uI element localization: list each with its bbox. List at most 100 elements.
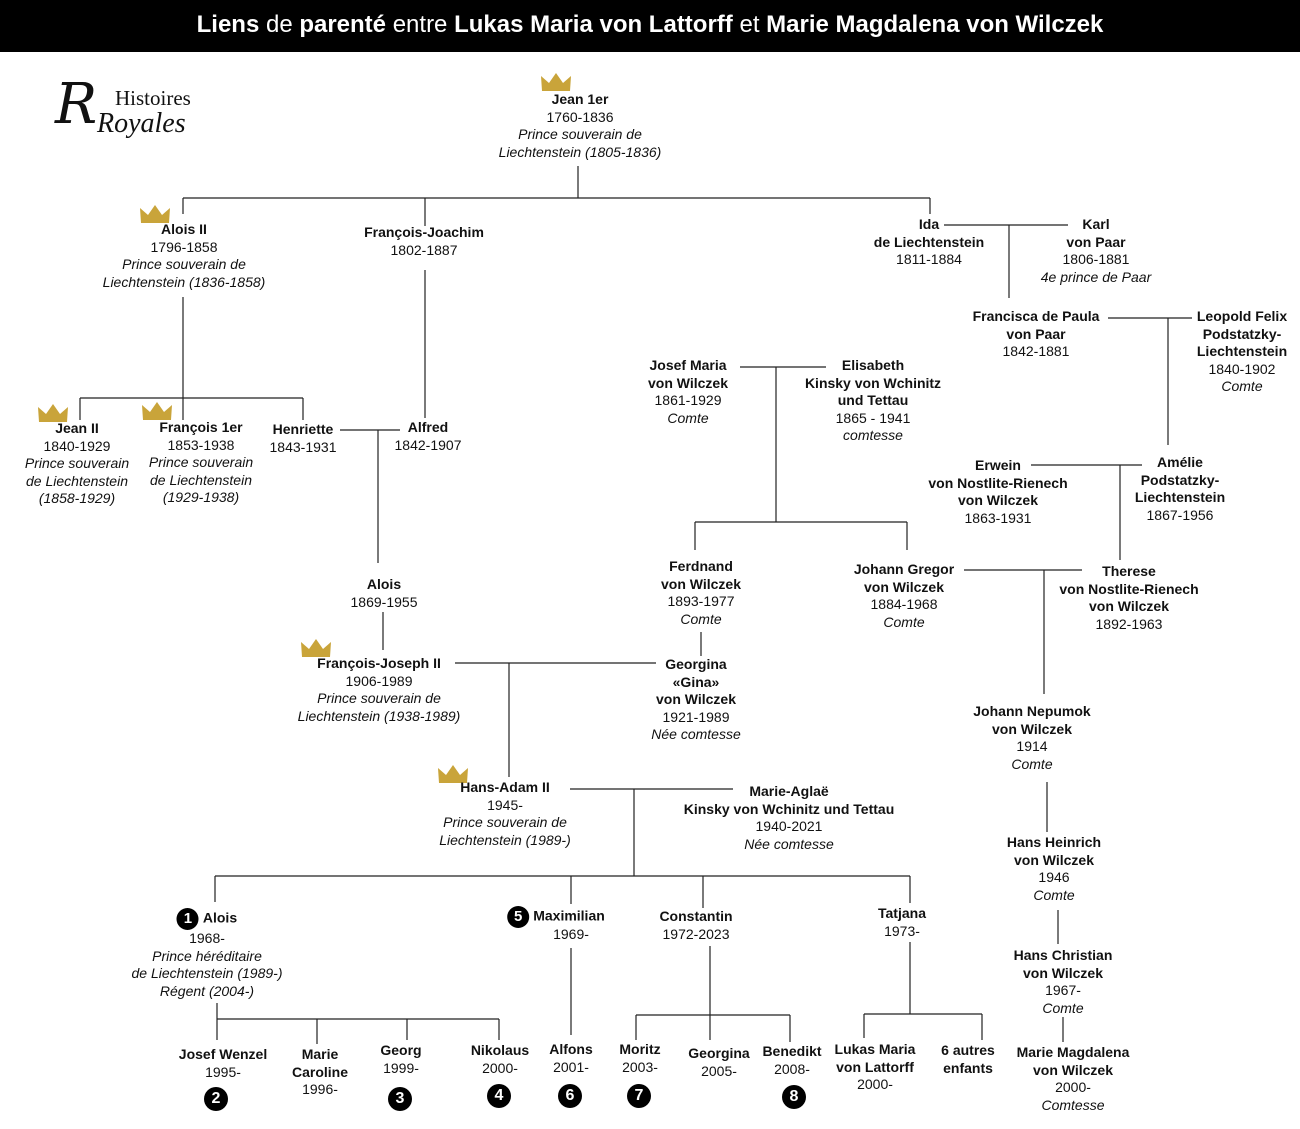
person-lukas-maria: Lukas Maria von Lattorff 2000- <box>835 1041 916 1094</box>
person-dates: 1842-1881 <box>1002 343 1070 359</box>
person-name: Caroline <box>291 1063 349 1080</box>
person-dates: 1892-1963 <box>1095 615 1163 632</box>
person-hans-heinrich: Hans Heinrich von Wilczek 1946 Comte <box>1007 834 1101 904</box>
person-name: Karl <box>1082 216 1110 232</box>
person-name: von Wilczek <box>647 374 729 391</box>
person-name: von Lattorff <box>836 1058 914 1075</box>
person-marie-magdalena: Marie Magdalena von Wilczek 2000- Comtes… <box>1017 1044 1130 1114</box>
person-name: von Paar <box>1066 233 1126 250</box>
person-name: von Wilczek <box>655 691 737 707</box>
person-name: Georg <box>380 1042 422 1058</box>
person-name: Ferdnand <box>669 558 733 574</box>
person-dates: 1840-1902 <box>1208 360 1276 377</box>
person-name: Kinsky von Wchinitz <box>804 374 942 391</box>
person-hans-christian: Hans Christian von Wilczek 1967- Comte <box>1014 947 1113 1017</box>
person-role: Liechtenstein (1836-1858) <box>102 273 266 290</box>
title-part: de <box>259 11 300 38</box>
person-name: von Wilczek <box>863 578 945 595</box>
person-dates: 1853-1938 <box>167 436 235 453</box>
person-alois-ii: Alois II 1796-1858 Prince souverain de L… <box>103 221 266 291</box>
person-name: Josef Maria <box>649 357 727 373</box>
person-dates: 1869-1955 <box>350 593 418 610</box>
person-name: Elisabeth <box>841 357 905 373</box>
person-name: von Wilczek <box>660 575 742 592</box>
person-dates: 2000- <box>482 1059 518 1076</box>
person-dates: 1893-1977 <box>667 593 735 609</box>
person-role: de Liechtenstein <box>26 472 128 489</box>
crown-icon <box>541 73 571 91</box>
person-role: (1858-1929) <box>38 490 116 506</box>
person-dates: 1884-1968 <box>870 596 938 612</box>
person-role: Prince héréditaire <box>152 947 262 964</box>
person-role: Comte <box>1221 378 1263 394</box>
person-alfons: Alfons 2001- <box>549 1041 593 1076</box>
person-role: Née comtesse <box>744 835 834 852</box>
person-name: Hans Christian <box>1013 947 1113 963</box>
person-name: von Nostlite-Rienech <box>1059 580 1199 597</box>
person-name: enfants <box>943 1059 993 1076</box>
person-name: Benedikt <box>762 1043 822 1059</box>
person-name: von Wilczek <box>1088 598 1169 614</box>
person-dates: 1921-1989 <box>662 708 730 725</box>
person-tatjana: Tatjana 1973- <box>878 905 926 940</box>
number-badge: 7 <box>627 1084 651 1108</box>
person-moritz: Moritz 2003- <box>619 1041 660 1076</box>
person-dates: 1906-1989 <box>345 672 413 689</box>
person-jean-ii: Jean II 1840-1929 Prince souverain de Li… <box>25 420 129 508</box>
person-name: Henriette <box>272 421 334 437</box>
person-role: Liechtenstein (1805-1836) <box>498 143 662 160</box>
person-constantin: Constantin 1972-2023 <box>659 908 732 943</box>
person-name: Marie <box>301 1046 339 1062</box>
person-name: Alfons <box>549 1041 593 1057</box>
person-name: Erwein <box>975 457 1021 473</box>
person-leopold-felix: Leopold Felix Podstatzky- Liechtenstein … <box>1197 308 1287 396</box>
crown-icon <box>142 402 172 420</box>
person-name: Maximilian <box>533 907 605 924</box>
person-name: von Nostlite-Rienech <box>928 474 1068 491</box>
person-dates: 1995- <box>205 1063 241 1080</box>
person-dates: 2000- <box>857 1076 893 1092</box>
person-name: Alois II <box>161 221 207 237</box>
person-benedikt: Benedikt 2008- <box>762 1043 821 1078</box>
person-dates: 1861-1929 <box>654 392 722 408</box>
person-dates: 2000- <box>1055 1079 1091 1095</box>
person-dates: 1973- <box>884 922 920 939</box>
person-name: Johann Gregor <box>853 561 955 577</box>
person-dates: 1796-1858 <box>150 238 218 255</box>
person-name: von Wilczek <box>1032 1061 1114 1078</box>
person-francois-joseph-ii: François-Joseph II 1906-1989 Prince souv… <box>298 655 461 725</box>
person-ferdnand: Ferdnand von Wilczek 1893-1977 Comte <box>661 558 741 628</box>
person-name: Marie Magdalena <box>1016 1044 1130 1060</box>
person-role: (1929-1938) <box>162 489 240 505</box>
person-name: Jean 1er <box>551 91 609 107</box>
person-name: Therese <box>1102 563 1156 579</box>
person-name: Alfred <box>407 419 449 435</box>
person-dates: 1811-1884 <box>896 251 962 267</box>
person-henriette: Henriette 1843-1931 <box>270 421 337 456</box>
person-dates: 1802-1887 <box>390 241 458 258</box>
person-role: Comtesse <box>1041 1096 1105 1113</box>
title-part: et <box>732 11 767 38</box>
person-dates: 1967- <box>1045 982 1081 998</box>
number-badge: 1 <box>176 908 199 930</box>
person-name: Tatjana <box>878 905 926 921</box>
person-dates: 1840-1929 <box>43 437 111 454</box>
person-name: Liechtenstein <box>1196 343 1288 359</box>
person-dates: 1806-1881 <box>1062 251 1130 267</box>
person-georgina-gina: Georgina «Gina» von Wilczek 1921-1989 Né… <box>651 656 740 744</box>
person-dates: 1867-1956 <box>1146 506 1214 523</box>
person-georg: Georg 1999- <box>380 1042 421 1077</box>
title-part: parenté <box>299 11 387 38</box>
person-name: Moritz <box>619 1041 661 1057</box>
person-name: 6 autres <box>941 1042 995 1058</box>
person-role: Prince souverain de <box>317 690 441 706</box>
person-role: Comte <box>1042 999 1084 1016</box>
person-name: François 1er <box>159 419 243 435</box>
person-josef-wenzel: Josef Wenzel 1995- <box>179 1046 267 1081</box>
person-role: Prince souverain de <box>443 814 567 830</box>
person-dates: 1968- <box>189 930 225 946</box>
person-role: Née comtesse <box>651 726 741 742</box>
